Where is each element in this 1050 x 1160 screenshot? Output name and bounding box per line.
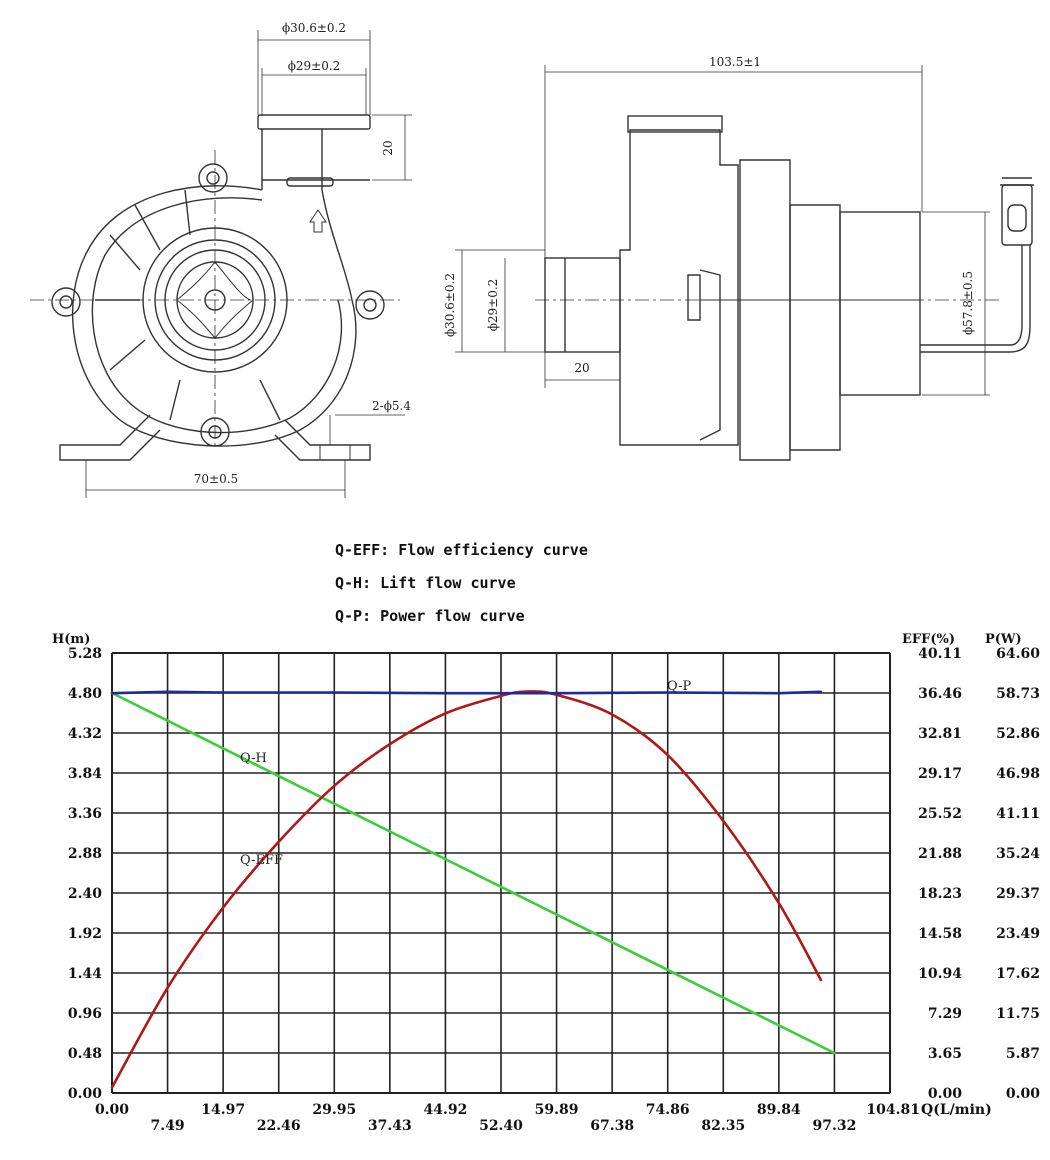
y-tick-label-eff: 14.58 xyxy=(918,926,962,942)
series-q-eff-line xyxy=(110,690,823,1089)
dim-side-inner-dia: ϕ29±0.2 xyxy=(486,279,500,332)
x-tick-label: 104.81 xyxy=(866,1102,920,1118)
x-tick-label: 29.95 xyxy=(312,1102,356,1118)
curve-legend: Q-EFF: Flow efficiency curve Q-H: Lift f… xyxy=(335,541,588,625)
y-axis-label-p: P(W) xyxy=(985,632,1022,647)
x-tick-label: 22.46 xyxy=(257,1118,301,1134)
y-tick-label-eff: 32.81 xyxy=(918,726,962,742)
y-tick-label-h: 4.32 xyxy=(68,726,102,742)
y-tick-label-eff: 25.52 xyxy=(918,806,962,822)
x-tick-label: 59.89 xyxy=(535,1102,579,1118)
y-tick-label-h: 2.40 xyxy=(68,886,102,902)
side-view-drawing xyxy=(455,65,1034,461)
y-tick-label-p: 23.49 xyxy=(996,926,1040,942)
x-tick-label: 74.86 xyxy=(646,1102,690,1118)
front-view-dimensions: ϕ30.6±0.2 ϕ29±0.2 20 2-ϕ5.4 70±0.5 xyxy=(194,21,412,486)
dim-total-length: 103.5±1 xyxy=(709,55,761,69)
x-axis-label: Q(L/min) xyxy=(921,1102,992,1118)
dim-mount-holes: 2-ϕ5.4 xyxy=(372,399,411,413)
x-tick-label: 37.43 xyxy=(368,1118,412,1134)
y-tick-label-h: 5.28 xyxy=(68,646,102,662)
y-tick-label-eff: 40.11 xyxy=(918,646,962,662)
legend-q-p: Q-P: Power flow curve xyxy=(335,607,525,625)
y-tick-label-p: 17.62 xyxy=(996,966,1040,982)
pump-performance-chart: Q-H Q-EFF Q-P 0.00 0.48 0.96 1.44 1.92 2.40 2.88… xyxy=(52,632,1040,1134)
y-tick-label-h: 3.84 xyxy=(68,766,102,782)
dim-motor-dia: ϕ57.8±0.5 xyxy=(961,271,975,335)
y-tick-label-h: 2.88 xyxy=(68,846,102,862)
x-tick-label: 52.40 xyxy=(479,1118,523,1134)
y-tick-label-p: 11.75 xyxy=(996,1006,1040,1022)
dim-front-outer-dia: ϕ30.6±0.2 xyxy=(282,21,346,35)
side-view-dimensions: 103.5±1 ϕ30.6±0.2 ϕ29±0.2 20 ϕ57.8±0.5 xyxy=(443,55,975,375)
x-tick-label: 67.38 xyxy=(590,1118,634,1134)
y-axis-label-eff: EFF(%) xyxy=(902,632,955,647)
annotation-q-p: Q-P xyxy=(667,679,692,694)
y-tick-label-p: 64.60 xyxy=(996,646,1040,662)
dim-front-inner-dia: ϕ29±0.2 xyxy=(288,59,341,73)
annotation-q-eff: Q-EFF xyxy=(240,853,283,868)
x-tick-label: 14.97 xyxy=(201,1102,245,1118)
y-tick-label-eff: 21.88 xyxy=(918,846,962,862)
dim-front-outlet-len: 20 xyxy=(381,140,395,155)
legend-q-eff: Q-EFF: Flow efficiency curve xyxy=(335,541,588,559)
y-axis-label-h: H(m) xyxy=(52,632,90,647)
y-tick-label-eff: 7.29 xyxy=(928,1006,962,1022)
chart-series: Q-H Q-EFF Q-P xyxy=(110,679,836,1089)
front-view-drawing xyxy=(30,30,412,498)
y-tick-label-p: 35.24 xyxy=(996,846,1040,862)
y-tick-label-h: 0.48 xyxy=(68,1046,102,1062)
chart-grid xyxy=(111,652,891,1094)
y-tick-label-p: 58.73 xyxy=(996,686,1040,702)
y-tick-label-eff: 3.65 xyxy=(928,1046,962,1062)
chart-axis-labels: 0.00 0.48 0.96 1.44 1.92 2.40 2.88 3.36 3.84 4.32… xyxy=(68,646,1040,1134)
x-tick-label: 97.32 xyxy=(813,1118,857,1134)
dim-inlet-length: 20 xyxy=(574,361,589,375)
y-tick-label-h: 4.80 xyxy=(68,686,102,702)
series-q-h-line xyxy=(110,691,836,1055)
x-tick-label: 89.84 xyxy=(757,1102,801,1118)
y-tick-label-p: 41.11 xyxy=(996,806,1040,822)
y-tick-label-eff: 29.17 xyxy=(918,766,962,782)
y-tick-label-p: 46.98 xyxy=(996,766,1040,782)
y-tick-label-p: 0.00 xyxy=(1006,1086,1040,1102)
y-tick-label-h: 1.44 xyxy=(68,966,102,982)
x-tick-label: 0.00 xyxy=(95,1102,129,1118)
y-tick-label-eff: 18.23 xyxy=(918,886,962,902)
y-tick-label-eff: 0.00 xyxy=(928,1086,962,1102)
annotation-q-h: Q-H xyxy=(240,751,267,766)
dim-base-width: 70±0.5 xyxy=(194,472,238,486)
y-tick-label-h: 0.96 xyxy=(68,1006,102,1022)
y-tick-label-h: 0.00 xyxy=(68,1086,102,1102)
y-tick-label-p: 52.86 xyxy=(996,726,1040,742)
series-q-p-line xyxy=(110,690,823,695)
y-tick-label-h: 1.92 xyxy=(68,926,102,942)
x-tick-label: 44.92 xyxy=(424,1102,468,1118)
y-tick-label-eff: 36.46 xyxy=(918,686,962,702)
y-tick-label-h: 3.36 xyxy=(68,806,102,822)
y-tick-label-p: 29.37 xyxy=(996,886,1040,902)
y-tick-label-eff: 10.94 xyxy=(918,966,962,982)
y-tick-label-p: 5.87 xyxy=(1006,1046,1040,1062)
dim-side-outer-dia: ϕ30.6±0.2 xyxy=(443,273,457,337)
legend-q-h: Q-H: Lift flow curve xyxy=(335,574,516,592)
x-tick-label: 7.49 xyxy=(151,1118,185,1134)
x-tick-label: 82.35 xyxy=(701,1118,745,1134)
